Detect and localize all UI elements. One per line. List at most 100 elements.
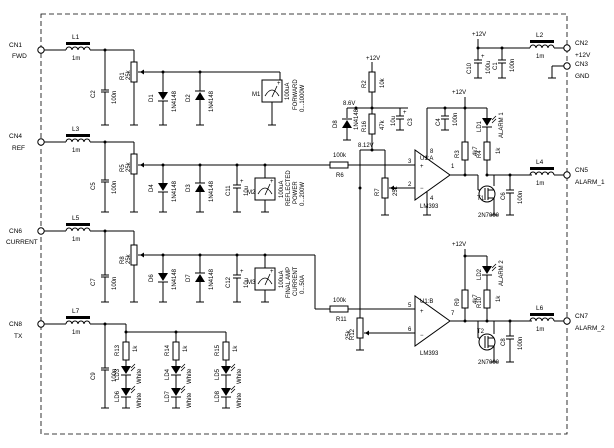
ld7-led (171, 388, 181, 396)
svg-text:−: − (420, 333, 424, 339)
m2-caption3: 0...200W (300, 182, 306, 206)
d4-ref: D4 (149, 184, 155, 192)
current-channel: CN6 CURRENT L5 1m C7 100n R8 25k D6 (6, 215, 415, 323)
c4-ref: C4 (436, 118, 442, 126)
ref-channel: CN4 REF L3 1m C5 100n R5 25k D4 1N (9, 126, 415, 213)
m3-ref: M3 (247, 280, 256, 286)
ld3-ref: LD3 (115, 368, 121, 380)
r4-value: 1k (496, 147, 502, 154)
d2-ref: D2 (186, 94, 192, 102)
r6-resistor (329, 161, 349, 169)
l3-ref: L3 (72, 126, 80, 133)
ld2-led (482, 266, 492, 274)
l4-ref: L4 (536, 159, 544, 166)
r3-ref: R3 (455, 150, 461, 158)
ld3-led (121, 366, 131, 374)
r10-value: 1k (496, 295, 502, 302)
d7-value: 1N4148 (209, 268, 215, 290)
r2-rail: +12V (366, 56, 380, 62)
ld5-label: White (237, 368, 243, 384)
l5-value: 1m (72, 237, 80, 243)
u1b-part: LM393 (420, 351, 439, 357)
r8-value: 25k (126, 253, 132, 264)
r15-value: 1k (233, 345, 239, 352)
svg-text:+: + (481, 54, 485, 60)
r7-ref: R7 (375, 188, 381, 196)
d2-diode (195, 92, 205, 100)
ld1-ref: LD1 (477, 120, 483, 132)
r3-value: 4k7 (473, 146, 479, 156)
r4-resistor (483, 141, 491, 161)
r10-ref: R10 (477, 296, 483, 308)
r14-resistor (172, 341, 180, 361)
r11-ref: R11 (336, 317, 347, 323)
power-rail: +12V (472, 32, 486, 38)
c2-ref: C2 (91, 90, 97, 98)
cn2-terminal (563, 44, 571, 52)
u1b-ref: U1:B (420, 299, 433, 305)
t1-part: 2N7000 (478, 213, 500, 219)
l6-ref: L6 (536, 305, 544, 312)
c7-value: 100n (112, 277, 118, 290)
r5-value: 25k (126, 161, 132, 172)
t1-ref: T1 (477, 196, 485, 202)
u1b-pin-minus: 6 (408, 327, 412, 333)
l1-coil (65, 46, 91, 51)
d4-diode (158, 183, 168, 191)
cn6-label: CURRENT (6, 239, 38, 246)
cn1-label: FWD (12, 53, 27, 60)
u1b-opamp: + − 5 6 7 U1:B LM393 +12V R9 4k7 LD2 ALA… (408, 242, 605, 366)
cn7-terminal (563, 317, 571, 325)
u1a-pin-vcc: 8 (430, 149, 434, 155)
u1a-part: LM393 (420, 204, 439, 210)
c3-ref: C3 (408, 118, 414, 126)
c5-value: 100n (112, 181, 118, 194)
c10-ref: C10 (467, 62, 473, 74)
r9-ref: R9 (455, 298, 461, 306)
r2-ref: R2 (362, 80, 368, 88)
l6-value: 1m (536, 327, 544, 333)
ld6-label: White (137, 392, 143, 408)
u1b-body (414, 295, 451, 347)
cn6-id: CN6 (9, 228, 22, 235)
svg-text:+: + (420, 309, 424, 315)
ld3-label: White (137, 368, 143, 384)
r14-value: 1k (183, 345, 189, 352)
c3-value: 10u (391, 116, 397, 126)
ld6-ref: LD6 (115, 390, 121, 402)
c7-ref: C7 (91, 278, 97, 286)
d7-diode (195, 274, 205, 282)
r12-ref: R12 (350, 328, 356, 340)
l2-ref: L2 (536, 32, 544, 39)
cn8-label: TX (14, 333, 23, 340)
ld2-ref: LD2 (477, 268, 483, 280)
ld6-led (121, 388, 131, 396)
cn5-terminal (563, 171, 571, 179)
l5-ref: L5 (72, 215, 80, 222)
r16-value: 47k (380, 119, 386, 130)
r4-ref: R4 (477, 150, 483, 158)
d6-value: 1N4148 (172, 268, 178, 290)
ld5-led (221, 366, 231, 374)
u1a-opamp: + − 3 2 1 U1:A LM393 8 4 C4 100n +12V R3… (408, 90, 605, 219)
u1a-pin-plus: 3 (408, 159, 412, 165)
ld4-led (171, 366, 181, 374)
c9-value: 100n (112, 369, 118, 382)
m2-ref: M2 (247, 190, 256, 196)
m2-caption1: REFLECTED (286, 170, 292, 206)
r12-trimmer (356, 317, 364, 339)
t2-mosfet (478, 333, 496, 351)
ld2-label: ALARM 2 (499, 260, 505, 286)
cn5-id: CN5 (575, 167, 588, 174)
d3-value: 1N4148 (209, 180, 215, 202)
u1a-pin-out: 1 (451, 164, 455, 170)
rail-8v12: 8.12V (358, 143, 374, 149)
cn7-id: CN7 (575, 313, 588, 320)
u1b-pin-out: 7 (451, 311, 455, 317)
l7-value: 1m (72, 330, 80, 336)
ld4-label: White (187, 368, 193, 384)
ld8-label: White (237, 392, 243, 408)
cn4-label: REF (12, 145, 25, 152)
m2-value: 100uA (279, 181, 285, 198)
d1-diode (158, 92, 168, 100)
